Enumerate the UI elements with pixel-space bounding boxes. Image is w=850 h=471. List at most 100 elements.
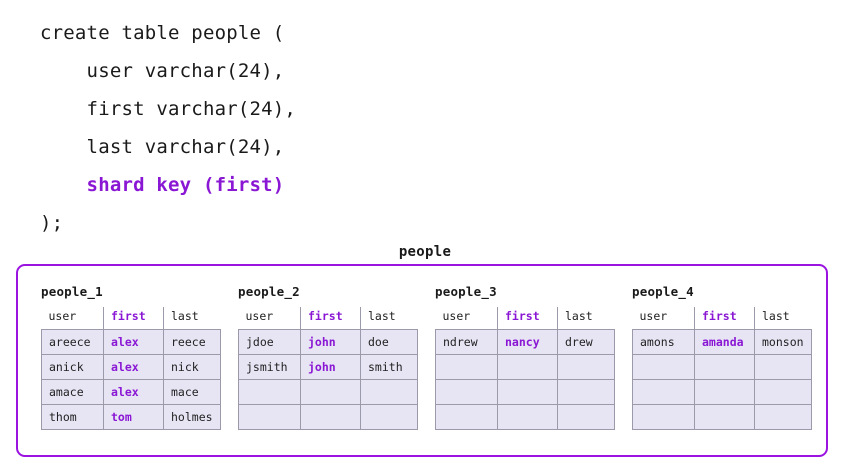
cell-first-key bbox=[497, 404, 558, 430]
code-line-4: last varchar(24), bbox=[40, 136, 285, 158]
column-header-user: user bbox=[41, 307, 104, 330]
cell-first-key bbox=[694, 354, 755, 380]
cell-last: smith bbox=[360, 354, 418, 380]
column-header-first: first bbox=[694, 307, 755, 330]
cell-last bbox=[754, 354, 812, 380]
cell-last bbox=[754, 379, 812, 405]
column-header-last: last bbox=[754, 307, 812, 330]
column-header-last: last bbox=[163, 307, 221, 330]
cell-user: jdoe bbox=[238, 329, 301, 355]
column-header-first: first bbox=[300, 307, 361, 330]
sql-code-block: create table people ( user varchar(24), … bbox=[40, 14, 640, 242]
table-row bbox=[632, 379, 812, 405]
column-header-first: first bbox=[103, 307, 164, 330]
code-line-6: ); bbox=[40, 212, 64, 234]
cell-first-key: tom bbox=[103, 404, 164, 430]
table-row bbox=[435, 379, 615, 405]
cell-last bbox=[557, 379, 615, 405]
table-row bbox=[238, 404, 418, 430]
cell-user: amace bbox=[41, 379, 104, 405]
diagram-title: people bbox=[398, 244, 452, 260]
shard-name-label: people_2 bbox=[238, 284, 300, 299]
column-header-last: last bbox=[360, 307, 418, 330]
cell-user: thom bbox=[41, 404, 104, 430]
column-header-user: user bbox=[238, 307, 301, 330]
cell-first-key bbox=[300, 404, 361, 430]
table-row bbox=[632, 404, 812, 430]
table-row bbox=[632, 354, 812, 380]
cell-user bbox=[632, 354, 695, 380]
cell-last bbox=[360, 379, 418, 405]
code-line-1: create table people ( bbox=[40, 22, 285, 44]
cell-first-key: alex bbox=[103, 379, 164, 405]
cell-first-key bbox=[694, 379, 755, 405]
code-line-2: user varchar(24), bbox=[40, 60, 285, 82]
cell-user bbox=[238, 404, 301, 430]
cell-last: holmes bbox=[163, 404, 221, 430]
cell-last: doe bbox=[360, 329, 418, 355]
cell-first-key bbox=[497, 354, 558, 380]
shard-name-label: people_3 bbox=[435, 284, 497, 299]
cell-user bbox=[435, 379, 498, 405]
column-header-user: user bbox=[632, 307, 695, 330]
cell-first-key: nancy bbox=[497, 329, 558, 355]
cell-user: areece bbox=[41, 329, 104, 355]
cell-user bbox=[238, 379, 301, 405]
cell-user bbox=[435, 354, 498, 380]
cell-last bbox=[360, 404, 418, 430]
cell-user bbox=[435, 404, 498, 430]
cell-user: amons bbox=[632, 329, 695, 355]
cell-first-key bbox=[300, 379, 361, 405]
cell-last: drew bbox=[557, 329, 615, 355]
cell-first-key bbox=[694, 404, 755, 430]
cell-first-key: amanda bbox=[694, 329, 755, 355]
shard-name-label: people_4 bbox=[632, 284, 694, 299]
shard-name-label: people_1 bbox=[41, 284, 103, 299]
cell-last: monson bbox=[754, 329, 812, 355]
cell-user bbox=[632, 404, 695, 430]
cell-user bbox=[632, 379, 695, 405]
table-row bbox=[435, 404, 615, 430]
column-header-first: first bbox=[497, 307, 558, 330]
cell-user: jsmith bbox=[238, 354, 301, 380]
cell-last: nick bbox=[163, 354, 221, 380]
cell-first-key: john bbox=[300, 329, 361, 355]
cell-first-key: john bbox=[300, 354, 361, 380]
cell-last: mace bbox=[163, 379, 221, 405]
cell-user: anick bbox=[41, 354, 104, 380]
column-header-user: user bbox=[435, 307, 498, 330]
table-row bbox=[238, 379, 418, 405]
code-line-shard-key: shard key (first) bbox=[40, 174, 285, 196]
cell-first-key bbox=[497, 379, 558, 405]
cell-last: reece bbox=[163, 329, 221, 355]
cell-first-key: alex bbox=[103, 354, 164, 380]
cell-first-key: alex bbox=[103, 329, 164, 355]
code-line-3: first varchar(24), bbox=[40, 98, 297, 120]
column-header-last: last bbox=[557, 307, 615, 330]
table-row bbox=[435, 354, 615, 380]
cell-last bbox=[557, 354, 615, 380]
cell-last bbox=[754, 404, 812, 430]
cell-last bbox=[557, 404, 615, 430]
